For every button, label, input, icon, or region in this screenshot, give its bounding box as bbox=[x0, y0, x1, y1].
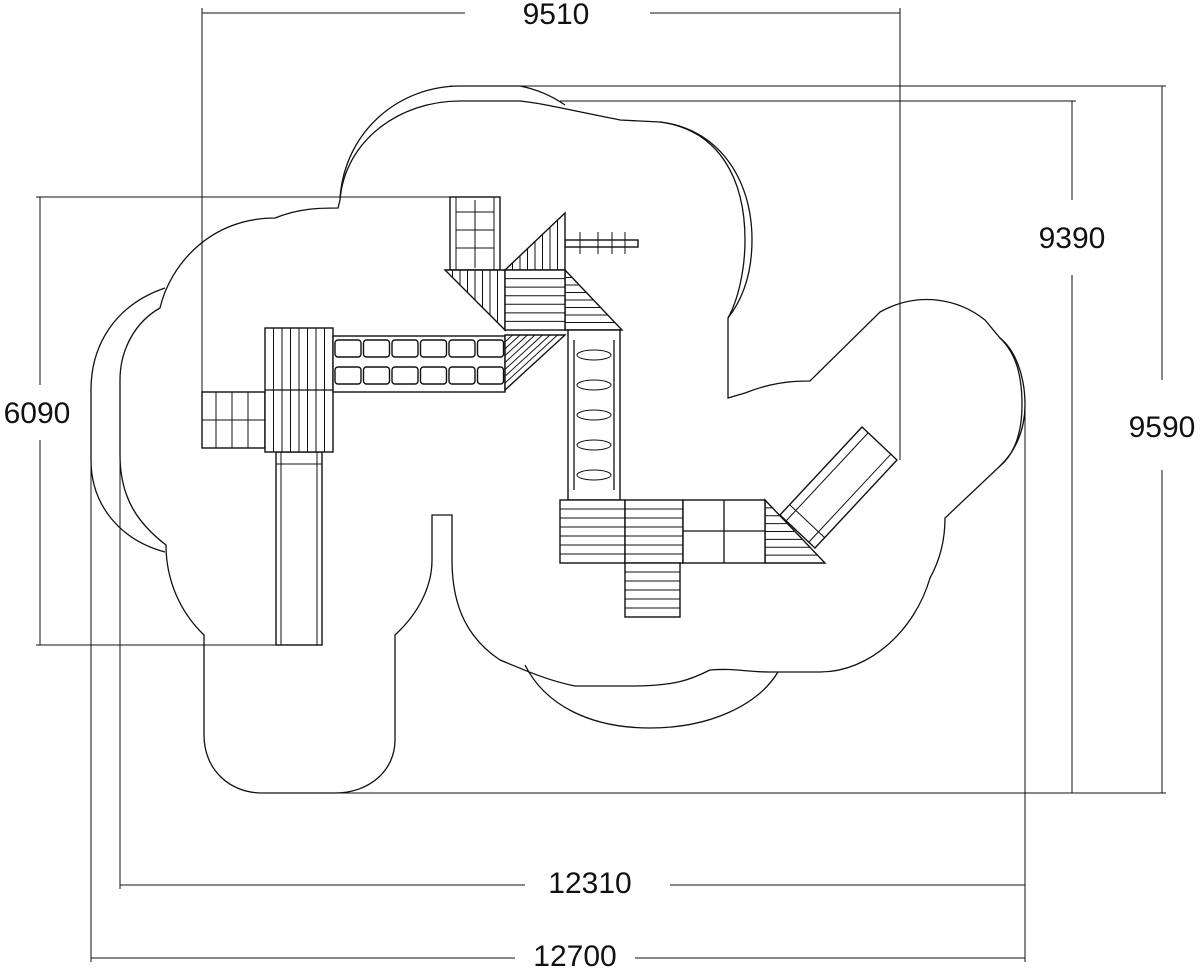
right-slide bbox=[779, 426, 898, 549]
dimension-6090: 6090 bbox=[4, 196, 450, 646]
hatch-line bbox=[504, 334, 528, 356]
bridge-plank bbox=[391, 339, 419, 358]
bridge-plank bbox=[476, 366, 505, 385]
hatch-line bbox=[504, 334, 513, 343]
bridge-plank bbox=[334, 366, 362, 385]
bridge bbox=[332, 335, 506, 393]
hatch-line bbox=[504, 334, 521, 350]
bridge-plank bbox=[419, 366, 448, 385]
dimension-label-left: 6090 bbox=[4, 397, 71, 430]
top-deck bbox=[504, 269, 566, 331]
dimension-9510: 9510 bbox=[201, 0, 901, 460]
bridge-plank bbox=[362, 366, 391, 385]
dimension-label-top: 9510 bbox=[523, 0, 590, 31]
tunnel-ring bbox=[576, 379, 612, 391]
left-slide bbox=[275, 451, 323, 646]
play-structure bbox=[201, 196, 898, 646]
bridge-plank bbox=[419, 339, 448, 358]
monkey-bars bbox=[564, 232, 639, 254]
bridge-plank bbox=[362, 339, 391, 358]
bridge-plank bbox=[476, 339, 505, 358]
dimension-label-right-outer: 9590 bbox=[1129, 411, 1196, 444]
tunnel-ring bbox=[576, 349, 612, 361]
tunnel-ring bbox=[576, 469, 612, 481]
hatch-line bbox=[504, 334, 558, 384]
hatch-line bbox=[504, 334, 551, 377]
bottom-deck-2 bbox=[624, 499, 684, 564]
bridge-plank bbox=[448, 366, 476, 385]
climbing-net bbox=[449, 196, 501, 271]
stairs bbox=[624, 562, 681, 618]
bridge-plank bbox=[448, 339, 476, 358]
bridge-plank bbox=[334, 339, 362, 358]
dimension-9590: 9590 bbox=[280, 85, 1196, 794]
dimension-label-bottom-outer: 12700 bbox=[533, 940, 616, 969]
hatch-line bbox=[504, 334, 543, 370]
tunnel-ring bbox=[576, 439, 612, 451]
left-ladder bbox=[201, 391, 266, 449]
dimension-12700: 12700 bbox=[90, 400, 1026, 969]
dimension-9390: 9390 bbox=[560, 100, 1106, 793]
bridge-plank bbox=[391, 366, 419, 385]
tunnel bbox=[567, 329, 621, 501]
bottom-deck-1 bbox=[559, 499, 626, 564]
dimension-label-right-inner: 9390 bbox=[1039, 222, 1106, 255]
left-deck bbox=[264, 327, 334, 453]
dimension-12310: 12310 bbox=[119, 405, 1026, 900]
triangle-ramp bbox=[504, 334, 567, 392]
hatch-line bbox=[504, 334, 536, 363]
grid-panel bbox=[682, 499, 766, 564]
dimension-label-bottom-inner: 12310 bbox=[548, 867, 631, 900]
tunnel-ring bbox=[576, 409, 612, 421]
safety-zone-inner bbox=[119, 100, 1023, 794]
